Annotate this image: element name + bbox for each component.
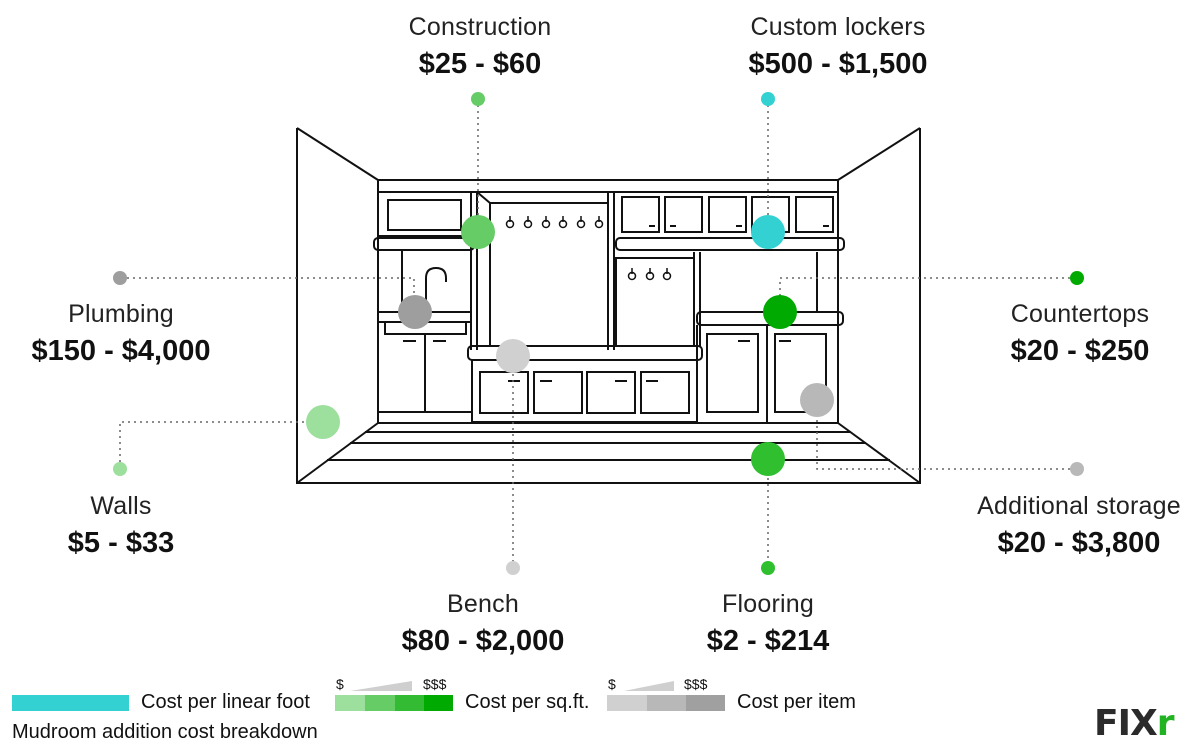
legend-item-swatch-2 (647, 695, 686, 711)
item-name: Additional storage (977, 492, 1181, 520)
legend-item-label: Cost per item (737, 691, 856, 713)
label-construction: Construction $25 - $60 (409, 12, 552, 82)
marker-flooring (751, 442, 785, 476)
logo-accent: r (1156, 703, 1175, 744)
marker-construction (461, 215, 495, 249)
item-name: Construction (408, 13, 552, 41)
item-price: $25 - $60 (418, 48, 542, 80)
label-custom-lockers: Custom lockers $500 - $1,500 (749, 12, 928, 82)
legend-sqft-swatch-2 (365, 695, 395, 711)
item-price: $500 - $1,500 (748, 48, 928, 80)
item-name: Flooring (722, 590, 814, 618)
page-title: Mudroom addition cost breakdown (12, 721, 318, 743)
legend-sqft-low: $ (336, 676, 344, 692)
item-name: Countertops (1010, 300, 1150, 328)
item-price: $150 - $4,000 (31, 335, 211, 367)
legend-sqft-high: $$$ (423, 676, 447, 692)
legend-item-swatch-3 (686, 695, 725, 711)
item-name: Plumbing (68, 300, 174, 328)
legend-sqft-swatch-3 (395, 695, 424, 711)
item-price: $20 - $250 (1010, 335, 1150, 367)
marker-walls (306, 405, 340, 439)
label-bench: Bench $80 - $2,000 (402, 589, 565, 659)
label-flooring: Flooring $2 - $214 (707, 589, 830, 659)
label-additional-storage: Additional storage $20 - $3,800 (977, 491, 1181, 561)
item-name: Walls (90, 492, 152, 520)
item-name: Custom lockers (750, 13, 926, 41)
item-price: $2 - $214 (706, 625, 830, 657)
legend-item-swatch-1 (607, 695, 647, 711)
legend-sqft-wedge (350, 681, 412, 691)
item-price: $5 - $33 (67, 527, 175, 559)
logo-main: FIX (1094, 703, 1158, 744)
label-plumbing: Plumbing $150 - $4,000 (32, 299, 211, 369)
legend-sqft-swatch-4 (424, 695, 453, 711)
item-price: $20 - $3,800 (997, 527, 1161, 559)
legend-sqft-label: Cost per sq.ft. (465, 691, 590, 713)
fixr-logo: FIXr (1094, 703, 1175, 744)
item-name: Bench (447, 590, 519, 618)
marker-countertops (763, 295, 797, 329)
label-walls: Walls $5 - $33 (68, 491, 174, 561)
legend-sqft-swatch-1 (335, 695, 365, 711)
marker-plumbing (398, 295, 432, 329)
item-price: $80 - $2,000 (401, 625, 565, 657)
legend-item-low: $ (608, 676, 616, 692)
legend-linear-label: Cost per linear foot (141, 691, 310, 713)
marker-additional-storage (800, 383, 834, 417)
marker-bench (496, 339, 530, 373)
legend-item-high: $$$ (684, 676, 708, 692)
legend-linear-swatch (12, 695, 129, 711)
marker-custom-lockers (751, 215, 785, 249)
label-countertops: Countertops $20 - $250 (1011, 299, 1150, 369)
legend-item-wedge (624, 681, 674, 691)
